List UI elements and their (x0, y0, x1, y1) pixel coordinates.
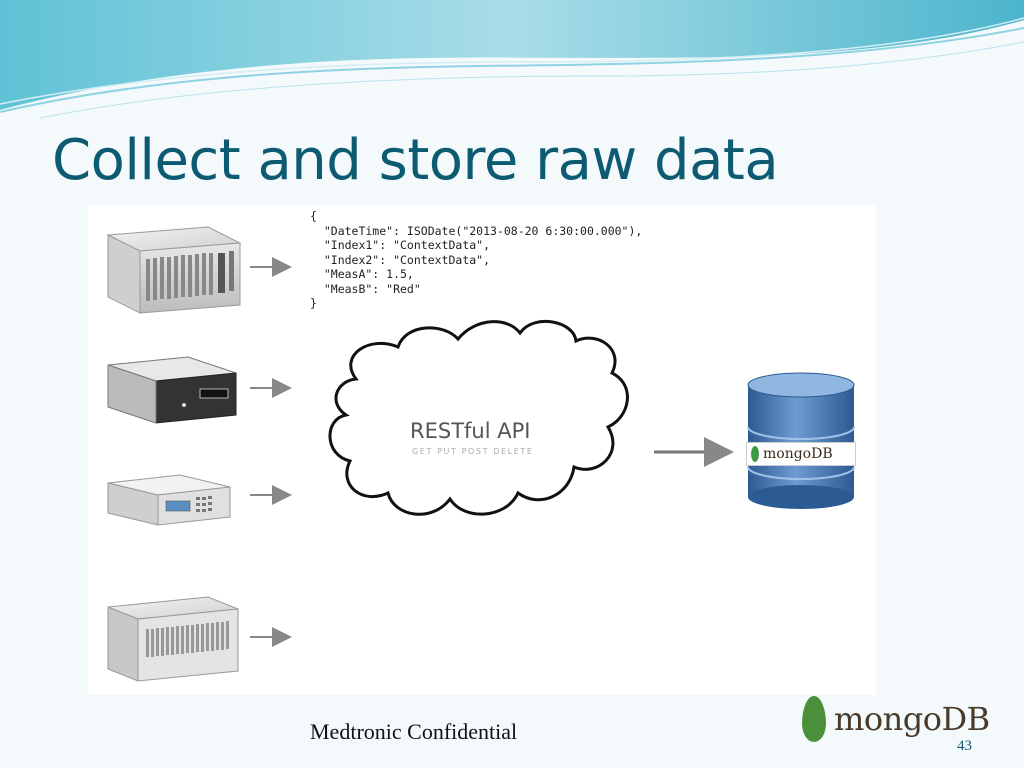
instrument-icon (107, 474, 231, 526)
database-cylinder-icon (747, 372, 855, 509)
mongodb-leaf-icon (802, 696, 826, 742)
server-chassis-icon (107, 596, 239, 682)
api-methods: GET PUT POST DELETE (412, 447, 534, 456)
header-wave-decoration (0, 0, 1024, 119)
diagram-canvas: { "DateTime": ISODate("2013-08-20 6:30:0… (88, 205, 876, 695)
footer-confidential: Medtronic Confidential (310, 719, 518, 744)
database-label-text: mongoDB (763, 446, 833, 462)
api-title: RESTful API (410, 419, 531, 443)
diagram-graphics (106, 226, 855, 682)
device-box-icon (107, 356, 237, 424)
database-label: mongoDB (746, 442, 856, 466)
mongodb-logo: mongoDB (802, 694, 1002, 744)
json-document-sample: { "DateTime": ISODate("2013-08-20 6:30:0… (310, 209, 643, 310)
slide-title: Collect and store raw data (52, 128, 779, 193)
mongodb-leaf-icon (751, 446, 759, 462)
cloud-icon (328, 319, 629, 516)
mongodb-logo-text: mongoDB (834, 700, 990, 738)
equipment-rack-icon (106, 226, 242, 314)
page-number: 43 (957, 738, 972, 754)
